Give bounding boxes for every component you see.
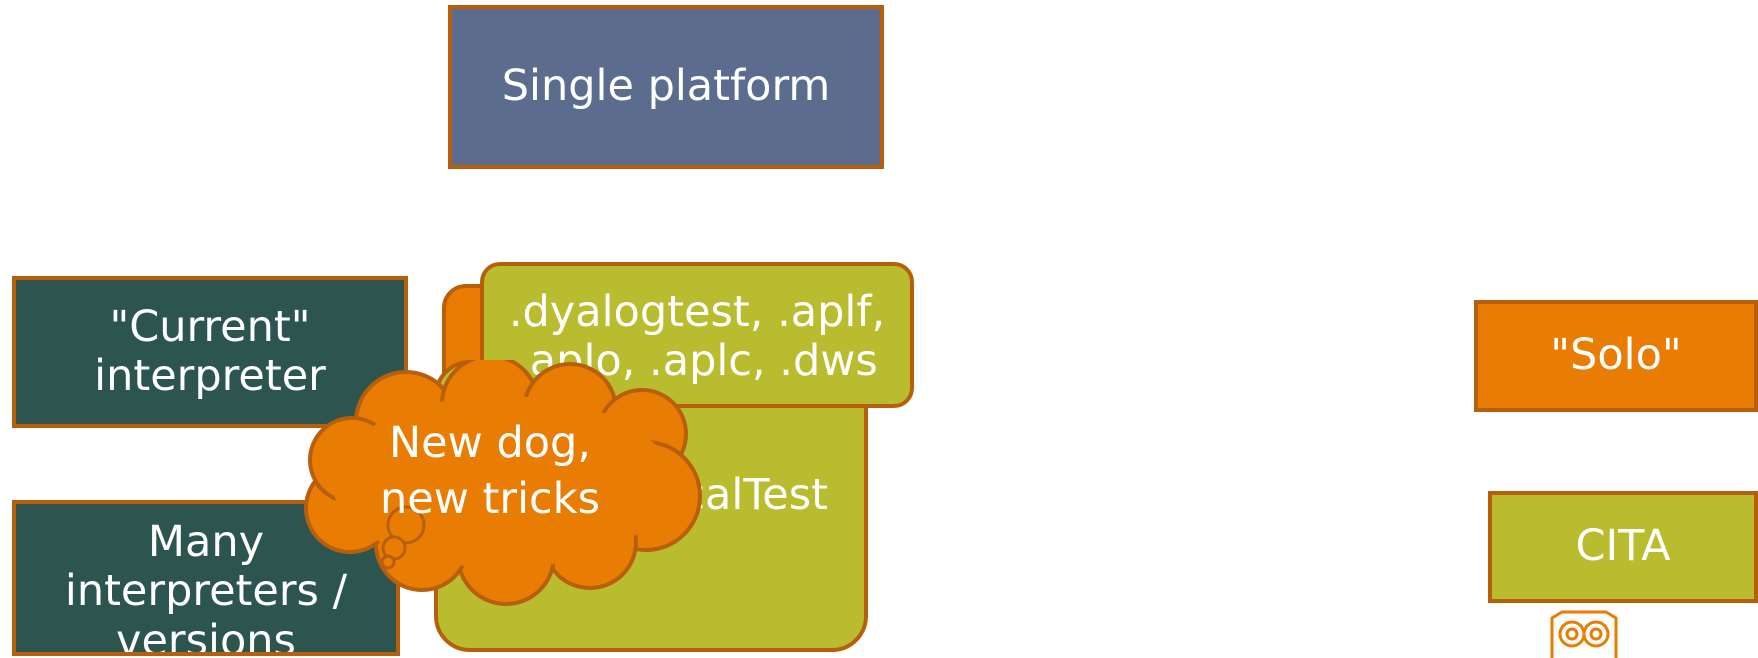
thought-cloud (304, 360, 702, 606)
cloud-label: New dog, new tricks (380, 418, 600, 524)
single-platform-box: Single platform (448, 5, 884, 169)
solo-label: "Solo" (1550, 330, 1682, 381)
current-interpreter-label: "Current" interpreter (94, 301, 326, 401)
solo-box: "Solo" (1474, 300, 1758, 412)
current-interpreter-box: "Current" interpreter (12, 276, 408, 428)
file-types-label: .dyalogtest, .aplf, .aplo, .aplc, .dws (508, 287, 886, 387)
single-platform-label: Single platform (501, 61, 831, 112)
many-interpreters-label: Many interpreters / versions (64, 516, 348, 656)
cita-box: CITA (1488, 491, 1758, 603)
owl-logo-icon (1550, 610, 1618, 658)
cita-label: CITA (1575, 521, 1671, 572)
